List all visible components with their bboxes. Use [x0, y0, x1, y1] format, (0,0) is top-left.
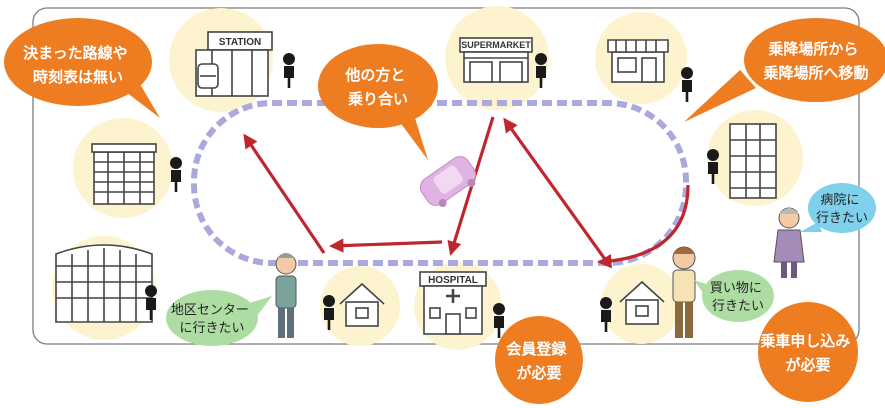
speech-hospital-line1: 病院に: [820, 193, 859, 208]
speech-shopping: 買い物に 行きたい: [694, 270, 774, 322]
speech-community-center: 地区センター に行きたい: [166, 290, 272, 346]
speech-shopping-line1: 買い物に: [710, 281, 762, 296]
shop-icon: [607, 39, 669, 83]
stop-marker-icon: [707, 149, 719, 184]
station-building-icon: [195, 31, 273, 97]
supermarket-sign: SUPERMARKET: [461, 40, 531, 50]
callout-ride-request-line2: が必要: [785, 356, 830, 374]
svg-text:乗車申し込み が必要: 乗車申し込み が必要: [760, 332, 855, 374]
callout-no-fixed-route-line2: 時刻表は無い: [33, 68, 123, 86]
station-sign: STATION: [219, 37, 261, 48]
svg-text:決まった路線や 時刻表は無い: 決まった路線や 時刻表は無い: [23, 44, 133, 86]
speech-hospital-line2: 行きたい: [816, 211, 868, 226]
svg-text:乗降場所から 乗降場所へ移動: 乗降場所から 乗降場所へ移動: [763, 40, 868, 82]
svg-text:会員登録 が必要: 会員登録 が必要: [506, 340, 571, 382]
callout-ride-request-line1: 乗車申し込み: [760, 332, 850, 350]
callout-no-fixed-route-line1: 決まった路線や: [23, 44, 127, 62]
house-icon-right: [619, 280, 665, 325]
trip-arrow-5: [597, 184, 690, 269]
stop-marker-icon: [323, 295, 335, 330]
elderly-man-figure: [275, 253, 297, 338]
callout-point-to-point-line1: 乗降場所から: [768, 40, 858, 58]
speech-hospital: 病院に 行きたい: [800, 183, 876, 233]
svg-text:他の方と 乗り合い: 他の方と 乗り合い: [344, 66, 410, 108]
callout-point-to-point-line2: 乗降場所へ移動: [763, 64, 868, 82]
speech-community-center-line1: 地区センター: [171, 303, 249, 318]
speech-shopping-line2: 行きたい: [712, 299, 764, 314]
callout-no-fixed-route: 決まった路線や 時刻表は無い: [4, 18, 160, 118]
callout-point-to-point: 乗降場所から 乗降場所へ移動: [684, 18, 885, 122]
shared-taxi: [419, 156, 477, 208]
stop-marker-icon: [600, 297, 612, 332]
elderly-woman-figure: [773, 207, 805, 278]
house-icon-center: [339, 282, 385, 327]
trip-arrow-4: [243, 133, 326, 254]
svg-text:買い物に 行きたい: 買い物に 行きたい: [710, 281, 766, 314]
stop-markers: [145, 53, 719, 338]
young-man-figure: [672, 246, 696, 338]
callout-membership: 会員登録 が必要: [495, 316, 583, 404]
supermarket-icon: [459, 37, 533, 83]
stop-marker-icon: [283, 53, 295, 88]
stop-marker-icon: [170, 157, 182, 192]
callout-membership-line1: 会員登録: [506, 340, 567, 358]
trip-arrows: [243, 116, 690, 269]
trip-arrow-1: [503, 117, 609, 263]
route-loop: [191, 100, 689, 266]
stop-marker-icon: [145, 285, 157, 320]
svg-text:病院に 行きたい: 病院に 行きたい: [816, 193, 868, 226]
speech-community-center-line2: に行きたい: [179, 321, 244, 336]
stop-marker-icon: [681, 67, 693, 102]
mall-building-icon: [55, 244, 153, 323]
callout-shared-ride: 他の方と 乗り合い: [318, 44, 438, 160]
hospital-sign: HOSPITAL: [428, 275, 478, 286]
callout-ride-request: 乗車申し込み が必要: [758, 302, 858, 402]
apartment-building-icon: [729, 123, 777, 199]
callout-shared-ride-line2: 乗り合い: [348, 90, 408, 108]
stop-marker-icon: [493, 303, 505, 338]
hospital-icon: [419, 271, 487, 335]
office-building-icon: [91, 143, 157, 205]
stop-marker-icon: [535, 53, 547, 88]
trip-arrow-3: [329, 238, 443, 253]
callout-shared-ride-line1: 他の方と: [344, 66, 405, 84]
callout-membership-line2: が必要: [516, 364, 561, 382]
svg-text:地区センター に行きたい: 地区センター に行きたい: [171, 303, 253, 336]
